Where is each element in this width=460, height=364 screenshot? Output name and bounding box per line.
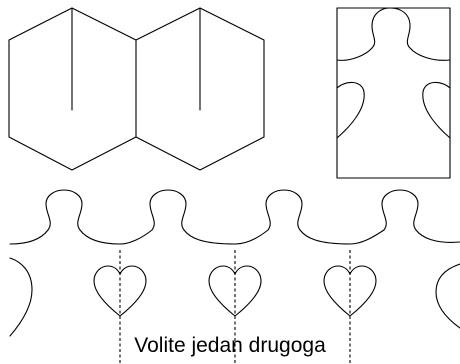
caption-text: Volite jedan drugoga	[134, 334, 326, 357]
person-template	[336, 7, 451, 179]
heart-3	[323, 265, 377, 317]
folded-paper-strip	[8, 7, 265, 171]
heart-1	[93, 265, 147, 317]
paper-doll-chain	[9, 189, 460, 364]
heart-2	[208, 265, 262, 317]
